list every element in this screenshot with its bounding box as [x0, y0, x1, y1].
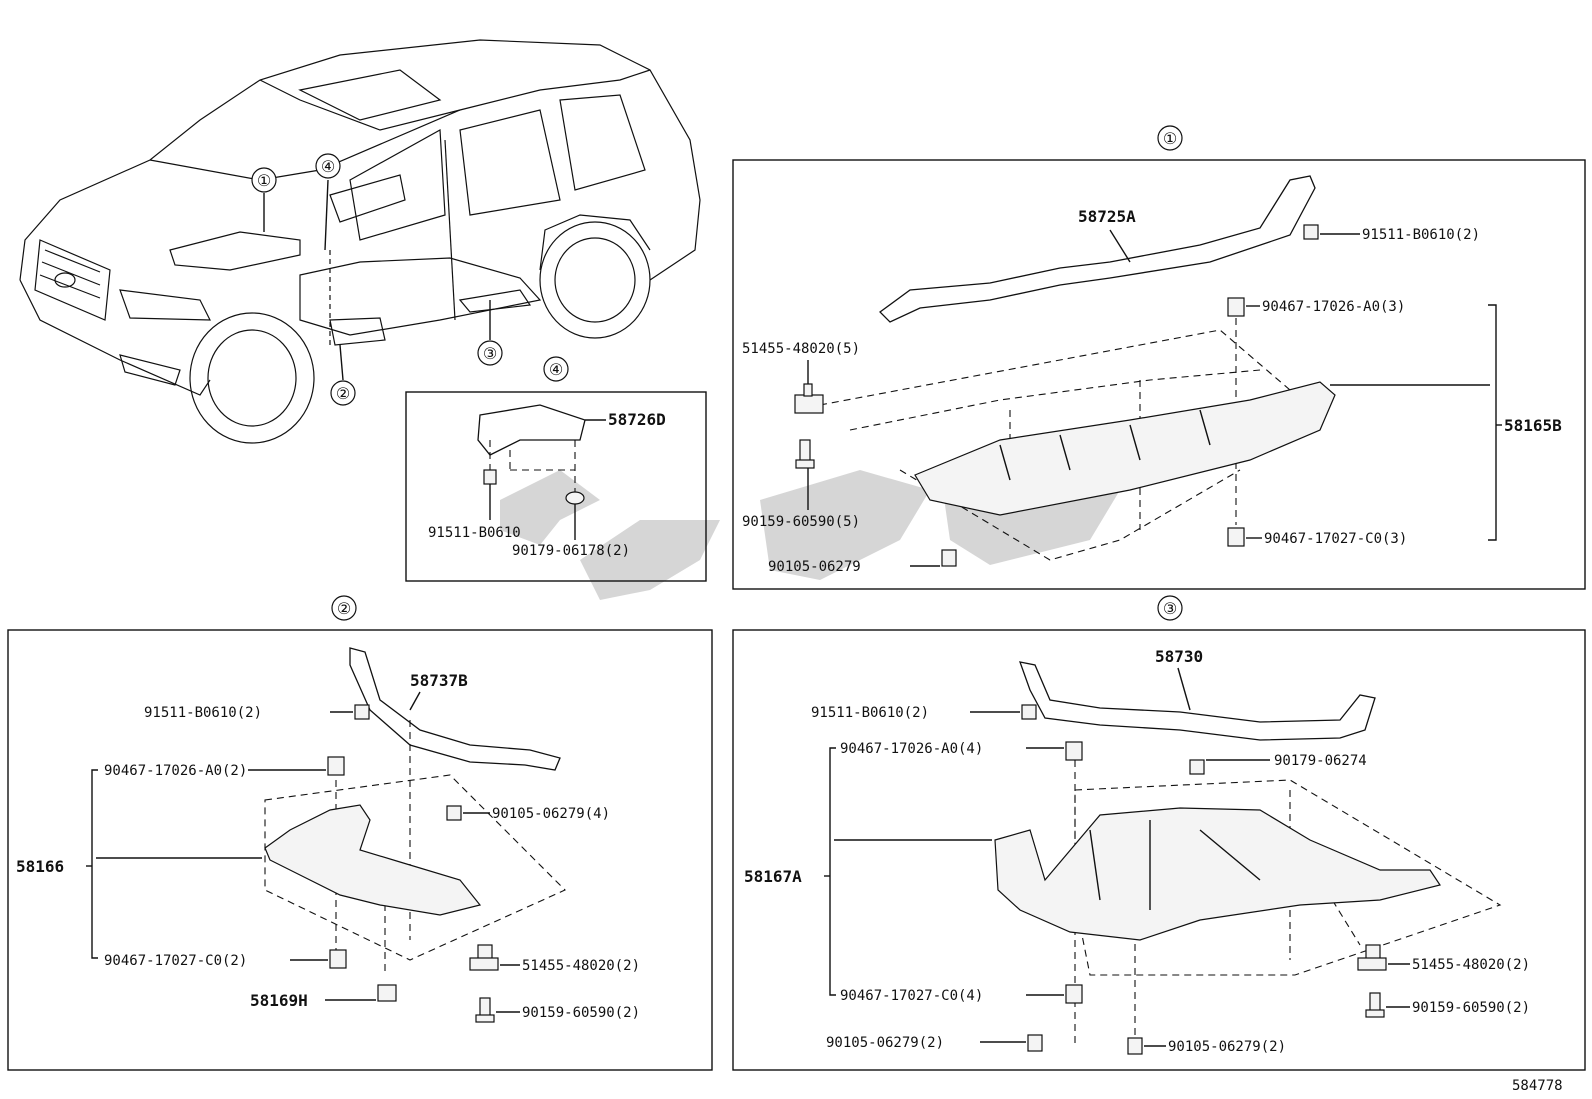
label-s2-91511: 91511-B0610(2)	[144, 705, 262, 721]
car-ref-3: ③	[477, 340, 503, 366]
part-58730-shape	[1019, 661, 1376, 741]
part-58737b-shape	[349, 647, 561, 771]
label-s2-90467-c0: 90467-17027-C0(2)	[104, 953, 247, 969]
leader-r4	[324, 179, 329, 251]
section-1-ref: ①	[1163, 129, 1177, 148]
label-58725a: 58725A	[1078, 207, 1136, 226]
label-58166: 58166	[16, 857, 64, 876]
label-58167a: 58167A	[744, 867, 802, 886]
label-s3-90467-a0: 90467-17026-A0(4)	[840, 741, 983, 757]
nut-icon	[329, 949, 347, 969]
clip-icon	[565, 491, 585, 505]
label-s3-51455: 51455-48020(2)	[1412, 957, 1530, 973]
car-ref-1: ①	[251, 167, 277, 193]
section-3-ref: ③	[1163, 599, 1177, 618]
section-2-box: ② 58737B 91511-B0610(2) 90467-17026-A0(2…	[7, 595, 713, 1071]
part-58725a-shape	[879, 175, 1316, 323]
label-s3-90105-a: 90105-06279(2)	[826, 1035, 944, 1051]
clip-icon	[1189, 759, 1205, 775]
label-s1-90467-a0: 90467-17026-A0(3)	[1262, 299, 1405, 315]
section-4-box: ④ 58726D 91511-B0610 90179-06178(2)	[405, 356, 707, 582]
label-s1-91511: 91511-B0610(2)	[1362, 227, 1480, 243]
leader-r2	[339, 344, 344, 381]
bolt-icon	[446, 805, 462, 821]
svg-text:①: ①	[257, 171, 271, 190]
label-58165b: 58165B	[1504, 416, 1562, 435]
bolt-icon	[1027, 1034, 1043, 1052]
bolt-icon	[941, 549, 957, 567]
label-s1-51455: 51455-48020(5)	[742, 341, 860, 357]
bolt-icon	[354, 704, 370, 720]
nut-icon	[1227, 527, 1245, 547]
label-s1-90159: 90159-60590(5)	[742, 514, 860, 530]
label-91511-b0610: 91511-B0610	[428, 525, 521, 541]
car-ref-2: ②	[330, 380, 356, 406]
clip-icon	[477, 944, 493, 960]
label-58726d: 58726D	[608, 410, 666, 429]
section-2-ref: ②	[337, 599, 351, 618]
part-58166-shape	[264, 804, 482, 916]
label-s2-90159: 90159-60590(2)	[522, 1005, 640, 1021]
label-s3-91511: 91511-B0610(2)	[811, 705, 929, 721]
car-ref-4: ④	[315, 153, 341, 179]
bolt-icon	[1127, 1037, 1143, 1055]
label-s1-90105: 90105-06279	[768, 559, 861, 575]
nut-icon	[1065, 741, 1083, 761]
label-58737b: 58737B	[410, 671, 468, 690]
label-s3-90179: 90179-06274	[1274, 753, 1367, 769]
section-4-ref: ④	[549, 360, 563, 379]
clip-icon	[1365, 944, 1381, 960]
clip-icon	[794, 394, 824, 414]
nut-icon	[327, 756, 345, 776]
nut-icon	[1065, 984, 1083, 1004]
label-90179-06178: 90179-06178(2)	[512, 543, 630, 559]
vehicle-overview	[19, 39, 701, 444]
label-s2-51455: 51455-48020(2)	[522, 958, 640, 974]
label-58730: 58730	[1155, 647, 1203, 666]
grommet-icon	[377, 984, 397, 1002]
screw-icon	[799, 439, 811, 463]
part-58165b-shape	[914, 381, 1336, 516]
label-s3-90159: 90159-60590(2)	[1412, 1000, 1530, 1016]
label-s2-90467-a0: 90467-17026-A0(2)	[104, 763, 247, 779]
bolt-icon	[1303, 224, 1319, 240]
svg-text:③: ③	[483, 344, 497, 363]
label-s3-90105-b: 90105-06279(2)	[1168, 1039, 1286, 1055]
label-s1-90467-c0: 90467-17027-C0(3)	[1264, 531, 1407, 547]
figure-number: 584778	[1512, 1078, 1563, 1094]
section-1-box: ① 58725A 91511-B0610(2) 90467-17026-A0(3…	[732, 125, 1586, 590]
label-58169h: 58169H	[250, 991, 308, 1010]
bolt-icon	[1021, 704, 1037, 720]
label-s3-90467-c0: 90467-17027-C0(4)	[840, 988, 983, 1004]
part-58726d-shape	[477, 404, 586, 456]
bolt-icon	[483, 469, 497, 485]
label-s2-90105: 90105-06279(4)	[492, 806, 610, 822]
section-3-box: ③ 58730 91511-B0610(2) 90467-17026-A0(4)…	[732, 595, 1586, 1071]
svg-text:②: ②	[336, 384, 350, 403]
part-58167a-shape	[994, 807, 1441, 941]
nut-icon	[1227, 297, 1245, 317]
svg-text:④: ④	[321, 157, 335, 176]
